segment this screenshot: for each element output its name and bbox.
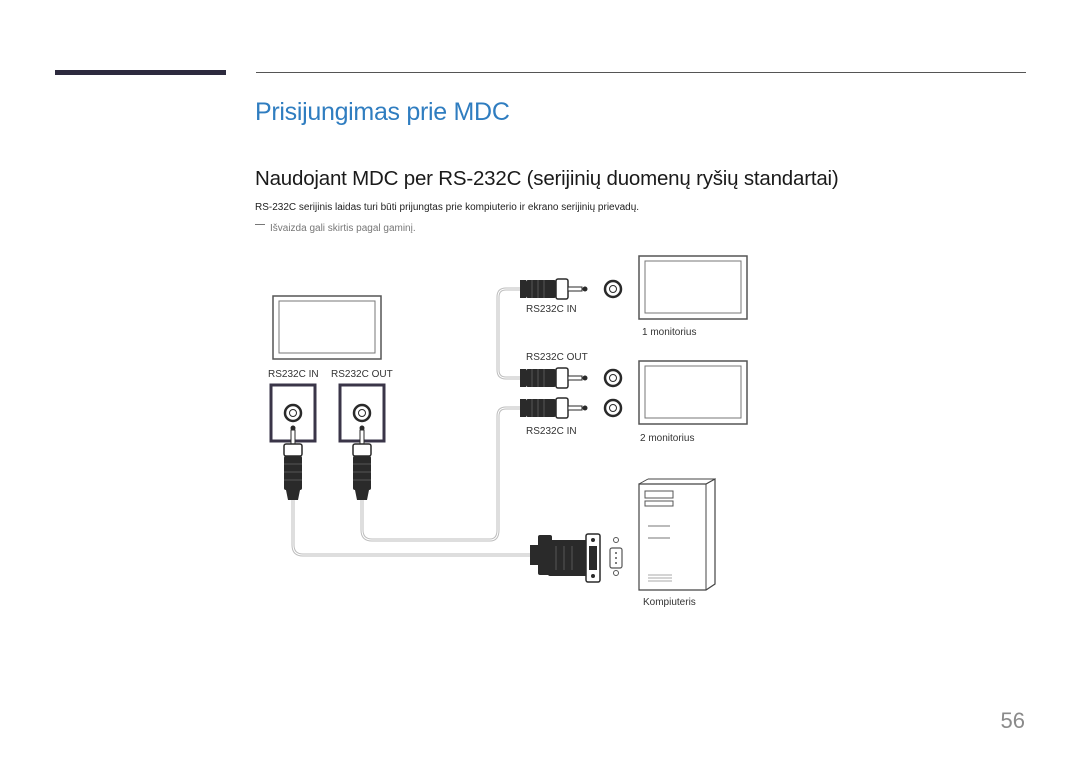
note: Išvaizda gali skirtis pagal gaminį. bbox=[255, 223, 416, 234]
left-rs232c-in-label: RS232C IN bbox=[268, 369, 319, 380]
page-number: 56 bbox=[1000, 708, 1025, 733]
left-monitor bbox=[272, 295, 382, 360]
body-paragraph: RS-232C serijinis laidas turi būti priju… bbox=[255, 202, 640, 213]
monitor2-out-plug-icon bbox=[519, 367, 589, 389]
pc-serial-port-icon bbox=[609, 537, 623, 576]
monitor1-in-port bbox=[603, 279, 623, 299]
monitor2-in-port bbox=[603, 398, 623, 418]
page-title: Prisijungimas prie MDC bbox=[255, 98, 510, 126]
computer-tower-icon bbox=[638, 477, 716, 591]
monitor2-in-plug-icon bbox=[519, 397, 589, 419]
computer-label: Kompiuteris bbox=[643, 597, 696, 608]
monitor-2 bbox=[638, 360, 748, 425]
header-accent-bar bbox=[55, 70, 226, 75]
monitor2-label: 2 monitorius bbox=[640, 433, 695, 444]
left-rs232c-out-label: RS232C OUT bbox=[331, 369, 393, 380]
note-dash-icon bbox=[255, 223, 265, 225]
note-text: Išvaizda gali skirtis pagal gaminį. bbox=[270, 223, 416, 234]
monitor2-rs232c-in-label: RS232C IN bbox=[526, 426, 577, 437]
monitor1-label: 1 monitorius bbox=[642, 327, 697, 338]
section-subtitle: Naudojant MDC per RS-232C (serijinių duo… bbox=[255, 167, 839, 190]
db9-connector-icon bbox=[530, 533, 601, 583]
monitor2-rs232c-out-label: RS232C OUT bbox=[526, 352, 588, 363]
header-divider bbox=[256, 72, 1026, 73]
monitor1-in-plug-icon bbox=[519, 278, 589, 300]
monitor2-out-port bbox=[603, 368, 623, 388]
monitor-1 bbox=[638, 255, 748, 320]
monitor1-rs232c-in-label: RS232C IN bbox=[526, 304, 577, 315]
